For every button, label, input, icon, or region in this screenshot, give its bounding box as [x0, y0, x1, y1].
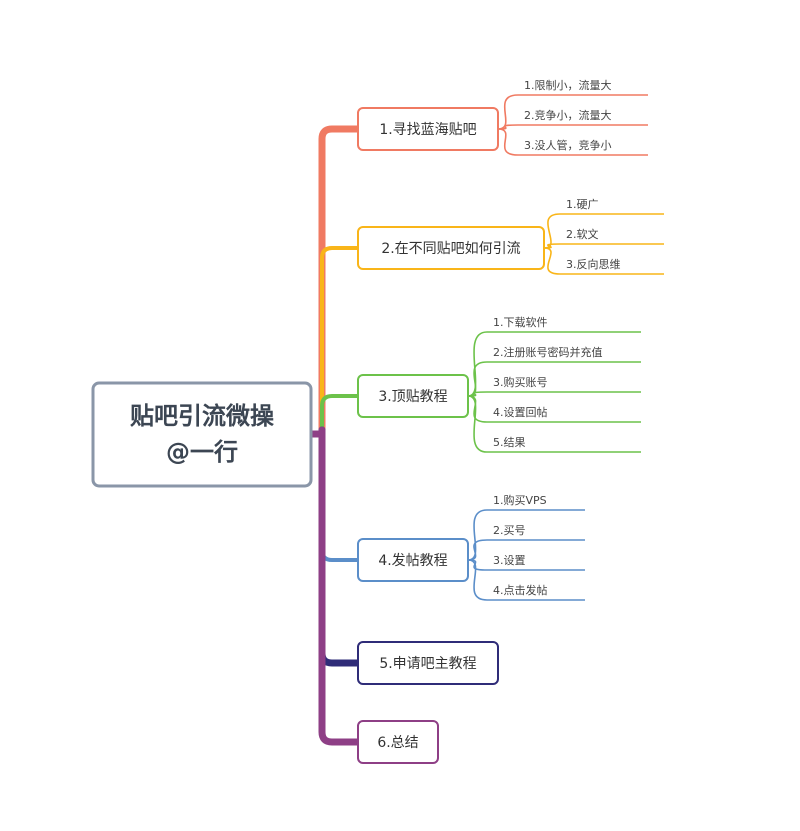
branch-box	[357, 226, 545, 270]
connector-trunk-3	[320, 394, 360, 432]
branch-label: 6.总结	[377, 735, 418, 751]
branch-node-5[interactable]: 5.申请吧主教程	[357, 641, 499, 685]
leaf-node[interactable]: 4.设置回帖	[493, 406, 548, 419]
leaf-node[interactable]: 2.竞争小，流量大	[524, 108, 612, 122]
leaf-label: 5.结果	[493, 436, 526, 449]
connector-leaf	[497, 94, 648, 130]
leaf-node[interactable]: 3.反向思维	[566, 257, 621, 271]
branch-box	[357, 374, 469, 418]
branch-node-2[interactable]: 2.在不同贴吧如何引流	[357, 226, 545, 270]
branch-node-6[interactable]: 6.总结	[357, 720, 439, 764]
root-node-box	[91, 381, 313, 488]
connector-leaf	[467, 391, 641, 397]
branch-node-3[interactable]: 3.顶贴教程	[357, 374, 469, 418]
branch-box	[357, 720, 439, 764]
branch-node-4[interactable]: 4.发帖教程	[357, 538, 469, 582]
leaf-node[interactable]: 1.购买VPS	[493, 493, 547, 507]
nodes-layer: 1.寻找蓝海贴吧 1.限制小，流量大 2.竞争小，流量大 3.没人管，竞争小 2.在不同…	[357, 78, 621, 764]
connector-trunk-4	[320, 428, 360, 562]
leaf-label: 2.软文	[566, 227, 599, 241]
branch-box	[357, 538, 469, 582]
connector-leaf	[467, 395, 641, 453]
branch-box	[357, 641, 499, 685]
branch-label: 3.顶贴教程	[378, 389, 447, 405]
connector-leaf	[467, 539, 585, 561]
connector-leaf	[467, 331, 641, 397]
leaf-label: 1.限制小，流量大	[524, 78, 612, 92]
connector-leaf	[543, 213, 664, 249]
branch-box	[357, 107, 499, 151]
root-title: 贴吧引流微操	[130, 402, 274, 430]
leaf-label: 1.购买VPS	[493, 493, 547, 507]
leaf-label: 2.竞争小，流量大	[524, 108, 612, 122]
connectors-layer	[307, 94, 664, 746]
leaf-node[interactable]: 5.结果	[493, 436, 526, 449]
connector-trunk-2	[320, 246, 360, 432]
connector-leaf	[543, 247, 664, 275]
connector-leaf	[497, 124, 648, 130]
leaf-node[interactable]: 2.软文	[566, 227, 599, 241]
branch-label: 5.申请吧主教程	[379, 656, 476, 672]
leaf-label: 4.点击发帖	[493, 583, 548, 597]
leaf-label: 4.设置回帖	[493, 406, 548, 419]
leaf-label: 3.购买账号	[493, 375, 548, 389]
connector-trunk-5	[318, 426, 362, 667]
leaf-node[interactable]: 1.硬广	[566, 198, 599, 211]
root-subtitle: @一行	[166, 438, 238, 466]
leaf-node[interactable]: 1.下载软件	[493, 315, 548, 329]
branch-node-1[interactable]: 1.寻找蓝海贴吧	[357, 107, 499, 151]
leaf-node[interactable]: 2.注册账号密码并充值	[493, 345, 603, 359]
connector-leaf	[497, 128, 648, 156]
leaf-node[interactable]: 3.设置	[493, 554, 526, 567]
connector-trunk-6	[318, 426, 362, 746]
connector-trunk-1	[318, 125, 362, 434]
root-node[interactable]: 贴吧引流微操 @一行	[91, 381, 313, 488]
leaf-label: 2.注册账号密码并充值	[493, 345, 603, 359]
leaf-label: 1.下载软件	[493, 315, 548, 329]
leaf-label: 3.设置	[493, 554, 526, 567]
connector-leaf	[467, 559, 585, 601]
leaf-label: 3.没人管，竞争小	[524, 138, 612, 152]
leaf-node[interactable]: 3.没人管，竞争小	[524, 138, 612, 152]
leaf-node[interactable]: 3.购买账号	[493, 375, 548, 389]
branch-label: 4.发帖教程	[378, 553, 447, 569]
leaf-node[interactable]: 4.点击发帖	[493, 583, 548, 597]
leaf-label: 2.买号	[493, 524, 526, 537]
connector-leaf	[467, 559, 585, 571]
leaf-label: 1.硬广	[566, 198, 599, 211]
connector-leaf	[467, 361, 641, 397]
leaf-label: 3.反向思维	[566, 257, 621, 271]
branch-label: 1.寻找蓝海贴吧	[379, 122, 476, 138]
connector-leaf	[543, 243, 664, 249]
leaf-node[interactable]: 1.限制小，流量大	[524, 78, 612, 92]
branch-label: 2.在不同贴吧如何引流	[381, 241, 520, 257]
connector-leaf	[467, 509, 585, 561]
leaf-node[interactable]: 2.买号	[493, 524, 526, 537]
